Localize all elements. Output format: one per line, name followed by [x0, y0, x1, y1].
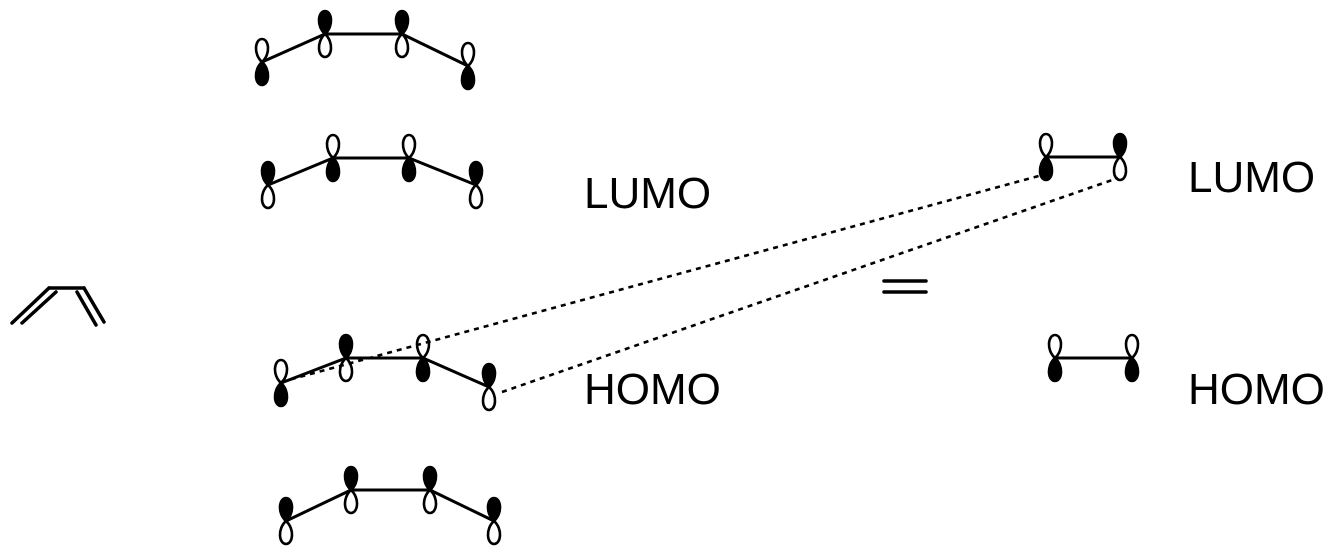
- sigma-bond: [429, 488, 495, 523]
- p-orbital-open-lobe: [415, 333, 431, 360]
- sigma-bond: [285, 488, 352, 523]
- p-orbital-open-lobe: [260, 183, 276, 210]
- interaction-lines: [280, 172, 1119, 394]
- p-orbital-filled-lobe: [1124, 356, 1140, 383]
- dienophile-orbital-lumo: [1038, 132, 1128, 182]
- diene-orbital-psi1: [278, 465, 502, 546]
- p-orbital-open-lobe: [254, 37, 270, 64]
- p-orbital-open-lobe: [481, 385, 497, 412]
- p-orbital-open-lobe: [394, 32, 410, 59]
- diene-orbital-psi3-lumo: [260, 133, 484, 210]
- p-orbital-filled-lobe: [486, 496, 502, 523]
- p-orbital-filled-lobe: [325, 156, 341, 183]
- p-orbital-filled-lobe: [338, 333, 354, 360]
- p-orbital-filled-lobe: [1047, 356, 1063, 383]
- p-orbital-filled-lobe: [343, 465, 359, 492]
- diene-lumo-label: LUMO: [584, 169, 711, 218]
- sigma-bond: [267, 156, 334, 187]
- p-orbital-open-lobe: [460, 41, 476, 68]
- p-orbital-open-lobe: [1112, 155, 1128, 182]
- diene-homo-label: HOMO: [584, 365, 721, 414]
- p-orbital-open-lobe: [401, 133, 417, 160]
- interaction-line-left: [280, 172, 1047, 384]
- p-orbital-open-lobe: [273, 358, 289, 385]
- p-orbital-open-lobe: [1038, 132, 1054, 159]
- p-orbital-open-lobe: [486, 519, 502, 546]
- p-orbital-open-lobe: [468, 183, 484, 210]
- p-orbital-filled-lobe: [278, 496, 294, 523]
- p-orbital-filled-lobe: [394, 9, 410, 36]
- sigma-bond: [422, 356, 490, 389]
- diene-orbital-psi2-homo: [273, 333, 497, 412]
- p-orbital-filled-lobe: [317, 9, 333, 36]
- p-orbital-open-lobe: [1124, 333, 1140, 360]
- p-orbital-filled-lobe: [415, 356, 431, 383]
- p-orbital-filled-lobe: [273, 381, 289, 408]
- interaction-line-right: [501, 176, 1119, 394]
- dienophile-lumo-label: LUMO: [1188, 153, 1315, 202]
- diene-orbital-psi4: [254, 9, 476, 91]
- ethylene-structure: [882, 279, 928, 294]
- p-orbital-filled-lobe: [401, 156, 417, 183]
- p-orbital-filled-lobe: [1112, 132, 1128, 159]
- p-orbital-open-lobe: [1047, 333, 1063, 360]
- p-orbital-open-lobe: [317, 32, 333, 59]
- p-orbital-filled-lobe: [254, 60, 270, 87]
- p-orbital-filled-lobe: [481, 362, 497, 389]
- p-orbital-open-lobe: [343, 488, 359, 515]
- p-orbital-filled-lobe: [1038, 155, 1054, 182]
- butadiene-structure: [10, 286, 106, 327]
- p-orbital-open-lobe: [422, 488, 438, 515]
- dienophile-orbital-homo: [1047, 333, 1140, 383]
- p-orbital-filled-lobe: [460, 64, 476, 91]
- p-orbital-open-lobe: [278, 519, 294, 546]
- dienophile-homo-label: HOMO: [1188, 365, 1325, 414]
- p-orbital-filled-lobe: [468, 160, 484, 187]
- sigma-bond: [408, 156, 477, 187]
- p-orbital-open-lobe: [325, 133, 341, 160]
- sigma-bond: [261, 32, 326, 64]
- p-orbital-open-lobe: [338, 356, 354, 383]
- sigma-bond: [401, 32, 469, 68]
- p-orbital-filled-lobe: [422, 465, 438, 492]
- p-orbital-filled-lobe: [260, 160, 276, 187]
